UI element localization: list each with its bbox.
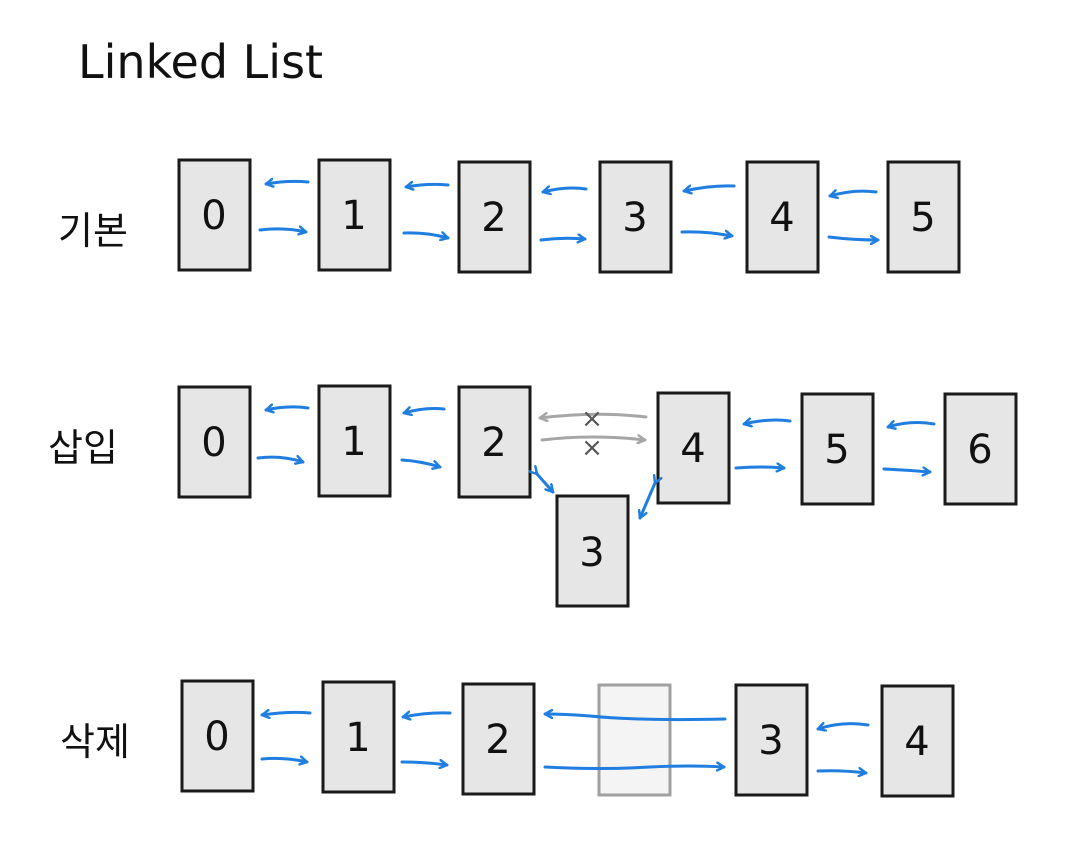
next-arrow xyxy=(827,237,880,240)
node-delete-0: 0 xyxy=(180,679,255,793)
next-arrow xyxy=(258,229,308,232)
row-label-delete: 삭제 xyxy=(60,720,130,764)
next-arrow xyxy=(680,232,734,236)
node-basic-5-value: 5 xyxy=(910,195,935,241)
node-basic-1: 1 xyxy=(317,158,392,272)
prev-arrow xyxy=(541,188,588,192)
prev-arrow xyxy=(742,420,792,424)
next-arrow xyxy=(256,457,305,462)
node-basic-3: 3 xyxy=(598,160,673,274)
node-insert-1-value: 1 xyxy=(341,419,366,465)
deleted-node xyxy=(597,683,672,797)
node-insert-5-value: 5 xyxy=(824,427,849,473)
removed-next-link xyxy=(540,437,647,440)
node-insert-5: 5 xyxy=(800,392,875,506)
bypass-prev-arrow xyxy=(543,714,727,722)
next-arrow xyxy=(260,758,309,762)
node-delete-1-value: 1 xyxy=(345,715,370,761)
link-removed-mark: × xyxy=(581,433,603,463)
node-insert-0: 0 xyxy=(177,385,252,499)
node-basic-1-value: 1 xyxy=(341,193,366,239)
next-arrow xyxy=(734,467,786,468)
next-arrow xyxy=(539,238,587,240)
prev-arrow xyxy=(260,712,312,715)
row-label-insert: 삽입 xyxy=(48,426,118,470)
row-label-basic: 기본 xyxy=(58,209,128,253)
node-insert-1: 1 xyxy=(317,384,392,498)
node-insert-6: 6 xyxy=(943,392,1018,506)
inserted-node: 3 xyxy=(555,494,630,608)
prev-arrow xyxy=(401,713,452,717)
prev-arrow xyxy=(264,181,310,184)
next-arrow xyxy=(882,469,932,472)
prev-arrow xyxy=(828,191,878,196)
removed-prev-link xyxy=(538,414,648,418)
prev-arrow xyxy=(682,184,736,191)
node-basic-4-value: 4 xyxy=(769,195,794,241)
next-arrow xyxy=(400,458,442,467)
node-basic-0: 0 xyxy=(177,158,252,272)
prev-arrow xyxy=(886,423,936,427)
diagram-title: Linked List xyxy=(78,35,323,89)
node-basic-4: 4 xyxy=(745,160,820,274)
prev-arrow xyxy=(264,407,310,410)
node-basic-5: 5 xyxy=(886,160,961,274)
node-basic-2-value: 2 xyxy=(481,195,506,241)
node-delete-4-value: 4 xyxy=(904,719,929,765)
node-insert-4-value: 4 xyxy=(680,426,705,472)
inserted-node-value: 3 xyxy=(579,530,604,576)
node-delete-2-value: 2 xyxy=(485,717,510,763)
node-insert-6-value: 6 xyxy=(967,427,992,473)
row-delete: 삭제 0 1 2 3 4 xyxy=(60,679,955,798)
node-insert-2-value: 2 xyxy=(481,420,506,466)
insert-link-arrow xyxy=(537,474,555,494)
bypass-next-arrow xyxy=(543,766,726,769)
node-delete-3: 3 xyxy=(734,683,809,797)
prev-arrow xyxy=(816,724,870,729)
next-arrow xyxy=(816,771,868,773)
node-delete-4: 4 xyxy=(880,684,955,798)
node-insert-2: 2 xyxy=(457,385,532,499)
prev-arrow xyxy=(404,184,450,187)
row-basic: 기본 0 1 2 3 4 5 xyxy=(58,158,961,274)
node-delete-3-value: 3 xyxy=(758,718,783,764)
node-basic-0-value: 0 xyxy=(201,193,226,239)
node-delete-0-value: 0 xyxy=(204,714,229,760)
row-insert: 삽입 0 1 2 4 5 6 3 xyxy=(48,384,1018,608)
node-delete-1: 1 xyxy=(321,680,396,794)
insert-link-arrow xyxy=(640,483,655,520)
next-arrow xyxy=(402,233,450,238)
prev-arrow xyxy=(402,409,446,414)
link-removed-mark: × xyxy=(581,404,603,434)
node-delete-2: 2 xyxy=(461,682,536,796)
node-insert-0-value: 0 xyxy=(201,420,226,466)
node-basic-2: 2 xyxy=(457,160,532,274)
node-basic-3-value: 3 xyxy=(622,195,647,241)
next-arrow xyxy=(400,762,449,765)
node-insert-4: 4 xyxy=(656,391,731,505)
